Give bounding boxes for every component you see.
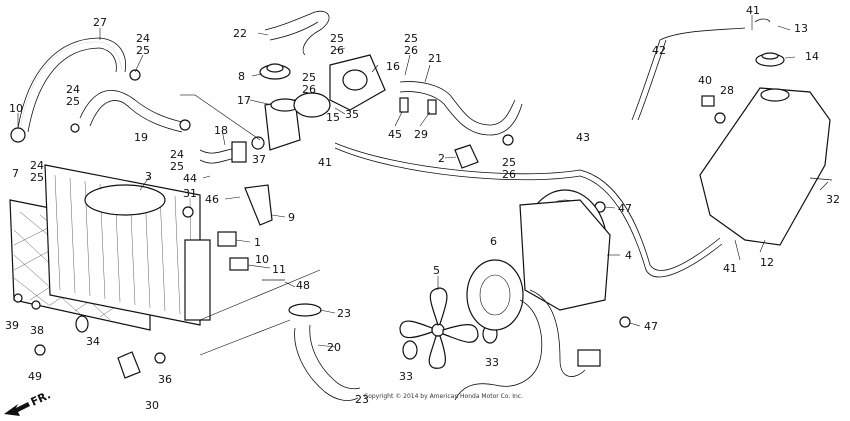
callout-47: 47 (644, 320, 658, 333)
callout-30: 30 (145, 399, 159, 412)
callout-46: 46 (205, 193, 219, 206)
callout-36: 36 (158, 373, 172, 386)
callout-3: 3 (145, 170, 152, 183)
callout-42: 42 (652, 44, 666, 57)
callout-33: 33 (485, 356, 499, 369)
callout-33: 33 (399, 370, 413, 383)
callout-26: 26 (404, 44, 418, 57)
callout-39: 39 (5, 319, 19, 332)
upper-hoses (17, 37, 183, 133)
callout-26: 26 (330, 44, 344, 57)
callout-9: 9 (288, 211, 295, 224)
callout-37: 37 (252, 153, 266, 166)
reserve-tank (699, 18, 833, 246)
callout-38: 38 (30, 324, 44, 337)
thermostat-assembly (259, 54, 386, 151)
callout-24: 24 (30, 159, 44, 172)
radiator (44, 164, 211, 326)
callout-17: 17 (237, 94, 251, 107)
callout-12: 12 (760, 256, 774, 269)
callout-23: 23 (355, 393, 369, 406)
callout-25: 25 (330, 32, 344, 45)
callout-41: 41 (318, 156, 332, 169)
callout-40: 40 (698, 74, 712, 87)
callout-13: 13 (794, 22, 808, 35)
callout-25: 25 (170, 160, 184, 173)
callout-32: 32 (826, 193, 840, 206)
callout-25: 25 (502, 156, 516, 169)
callout-16: 16 (386, 60, 400, 73)
front-direction-arrow: FR. (4, 388, 53, 416)
callout-24: 24 (66, 83, 80, 96)
callout-35: 35 (345, 108, 359, 121)
hose-21 (399, 81, 523, 136)
callout-22: 22 (233, 27, 247, 40)
callout-1: 1 (254, 236, 261, 249)
callout-49: 49 (28, 370, 42, 383)
callout-18: 18 (214, 124, 228, 137)
callout-47: 47 (618, 202, 632, 215)
callout-43: 43 (576, 131, 590, 144)
callout-5: 5 (433, 264, 440, 277)
copyright-text: Copyright © 2014 by American Honda Motor… (364, 393, 523, 400)
callout-24: 24 (136, 32, 150, 45)
callout-19: 19 (134, 131, 148, 144)
callout-44: 44 (183, 172, 197, 185)
callout-26: 26 (302, 83, 316, 96)
callout-14: 14 (805, 50, 819, 63)
overflow-tubes (334, 27, 746, 278)
fan-blade (399, 287, 479, 369)
direction-label: FR. (29, 388, 53, 408)
callout-25: 25 (302, 71, 316, 84)
callout-7: 7 (12, 167, 19, 180)
callout-25: 25 (136, 44, 150, 57)
callout-4: 4 (625, 249, 632, 262)
callout-29: 29 (414, 128, 428, 141)
callout-23: 23 (337, 307, 351, 320)
hose-22 (264, 10, 330, 56)
callout-10: 10 (9, 102, 23, 115)
callout-28: 28 (720, 84, 734, 97)
callout-25: 25 (30, 171, 44, 184)
callout-41: 41 (723, 262, 737, 275)
callout-41: 41 (746, 4, 760, 17)
lower-hose (294, 324, 361, 401)
callout-11: 11 (272, 263, 286, 276)
callout-21: 21 (428, 52, 442, 65)
callout-20: 20 (327, 341, 341, 354)
callout-2: 2 (438, 152, 445, 165)
callout-10: 10 (255, 253, 269, 266)
callout-25: 25 (66, 95, 80, 108)
callout-26: 26 (502, 168, 516, 181)
fittings (10, 69, 631, 379)
callout-labels: 27 24 25 22 25 26 25 26 41 13 42 14 10 2… (5, 4, 840, 412)
callout-48: 48 (296, 279, 310, 292)
callout-27: 27 (93, 16, 107, 29)
callout-24: 24 (170, 148, 184, 161)
leader-lines (17, 15, 829, 356)
fan-shroud (519, 189, 611, 311)
callout-31: 31 (183, 187, 197, 200)
callout-6: 6 (490, 235, 497, 248)
callout-8: 8 (238, 70, 245, 83)
callout-25: 25 (404, 32, 418, 45)
callout-15: 15 (326, 111, 340, 124)
callout-34: 34 (86, 335, 100, 348)
callout-45: 45 (388, 128, 402, 141)
fan-motor (454, 259, 601, 401)
